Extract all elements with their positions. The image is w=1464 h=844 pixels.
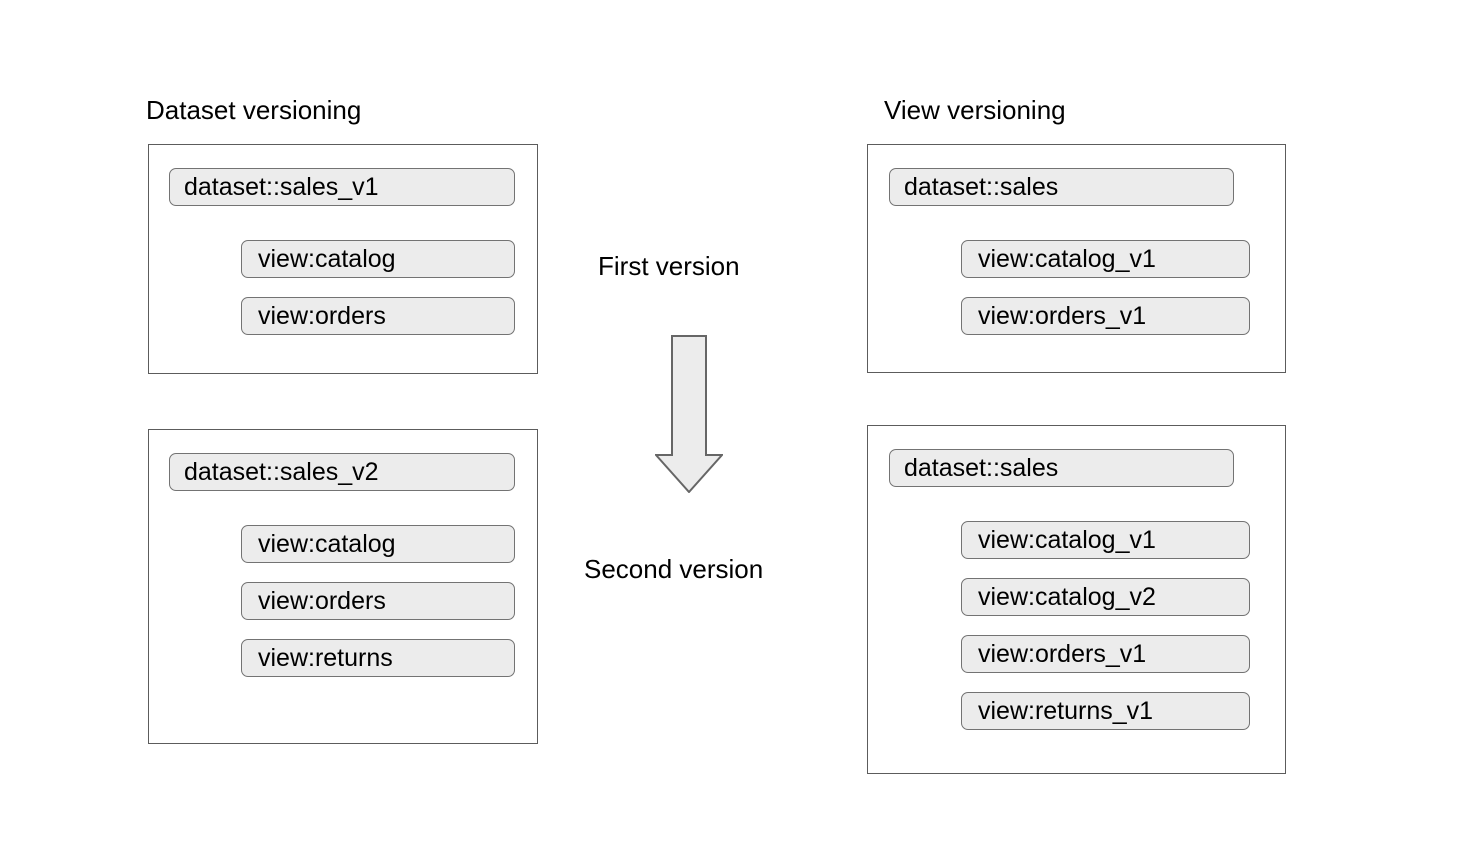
group-box-view-versioning-second: dataset::sales view:catalog_v1 view:cata…: [867, 425, 1286, 774]
column-heading-view-versioning: View versioning: [884, 95, 1066, 125]
down-arrow-icon: [655, 335, 723, 493]
first-version-label: First version: [598, 251, 740, 281]
view-pill[interactable]: view:orders: [241, 582, 515, 620]
view-pill[interactable]: view:catalog_v2: [961, 578, 1250, 616]
view-pill[interactable]: view:returns_v1: [961, 692, 1250, 730]
second-version-label: Second version: [584, 554, 764, 584]
dataset-pill[interactable]: dataset::sales_v2: [169, 453, 515, 491]
view-pill[interactable]: view:catalog: [241, 525, 515, 563]
dataset-pill[interactable]: dataset::sales_v1: [169, 168, 515, 206]
view-pill[interactable]: view:catalog: [241, 240, 515, 278]
view-pill[interactable]: view:catalog_v1: [961, 240, 1250, 278]
group-box-dataset-sales-v2: dataset::sales_v2 view:catalog view:orde…: [148, 429, 538, 744]
group-box-view-versioning-first: dataset::sales view:catalog_v1 view:orde…: [867, 144, 1286, 373]
group-box-dataset-sales-v1: dataset::sales_v1 view:catalog view:orde…: [148, 144, 538, 374]
dataset-pill[interactable]: dataset::sales: [889, 168, 1234, 206]
dataset-pill[interactable]: dataset::sales: [889, 449, 1234, 487]
view-pill[interactable]: view:orders_v1: [961, 635, 1250, 673]
column-heading-dataset-versioning: Dataset versioning: [146, 95, 362, 125]
view-pill[interactable]: view:orders_v1: [961, 297, 1250, 335]
view-pill[interactable]: view:orders: [241, 297, 515, 335]
view-pill[interactable]: view:catalog_v1: [961, 521, 1250, 559]
view-pill[interactable]: view:returns: [241, 639, 515, 677]
